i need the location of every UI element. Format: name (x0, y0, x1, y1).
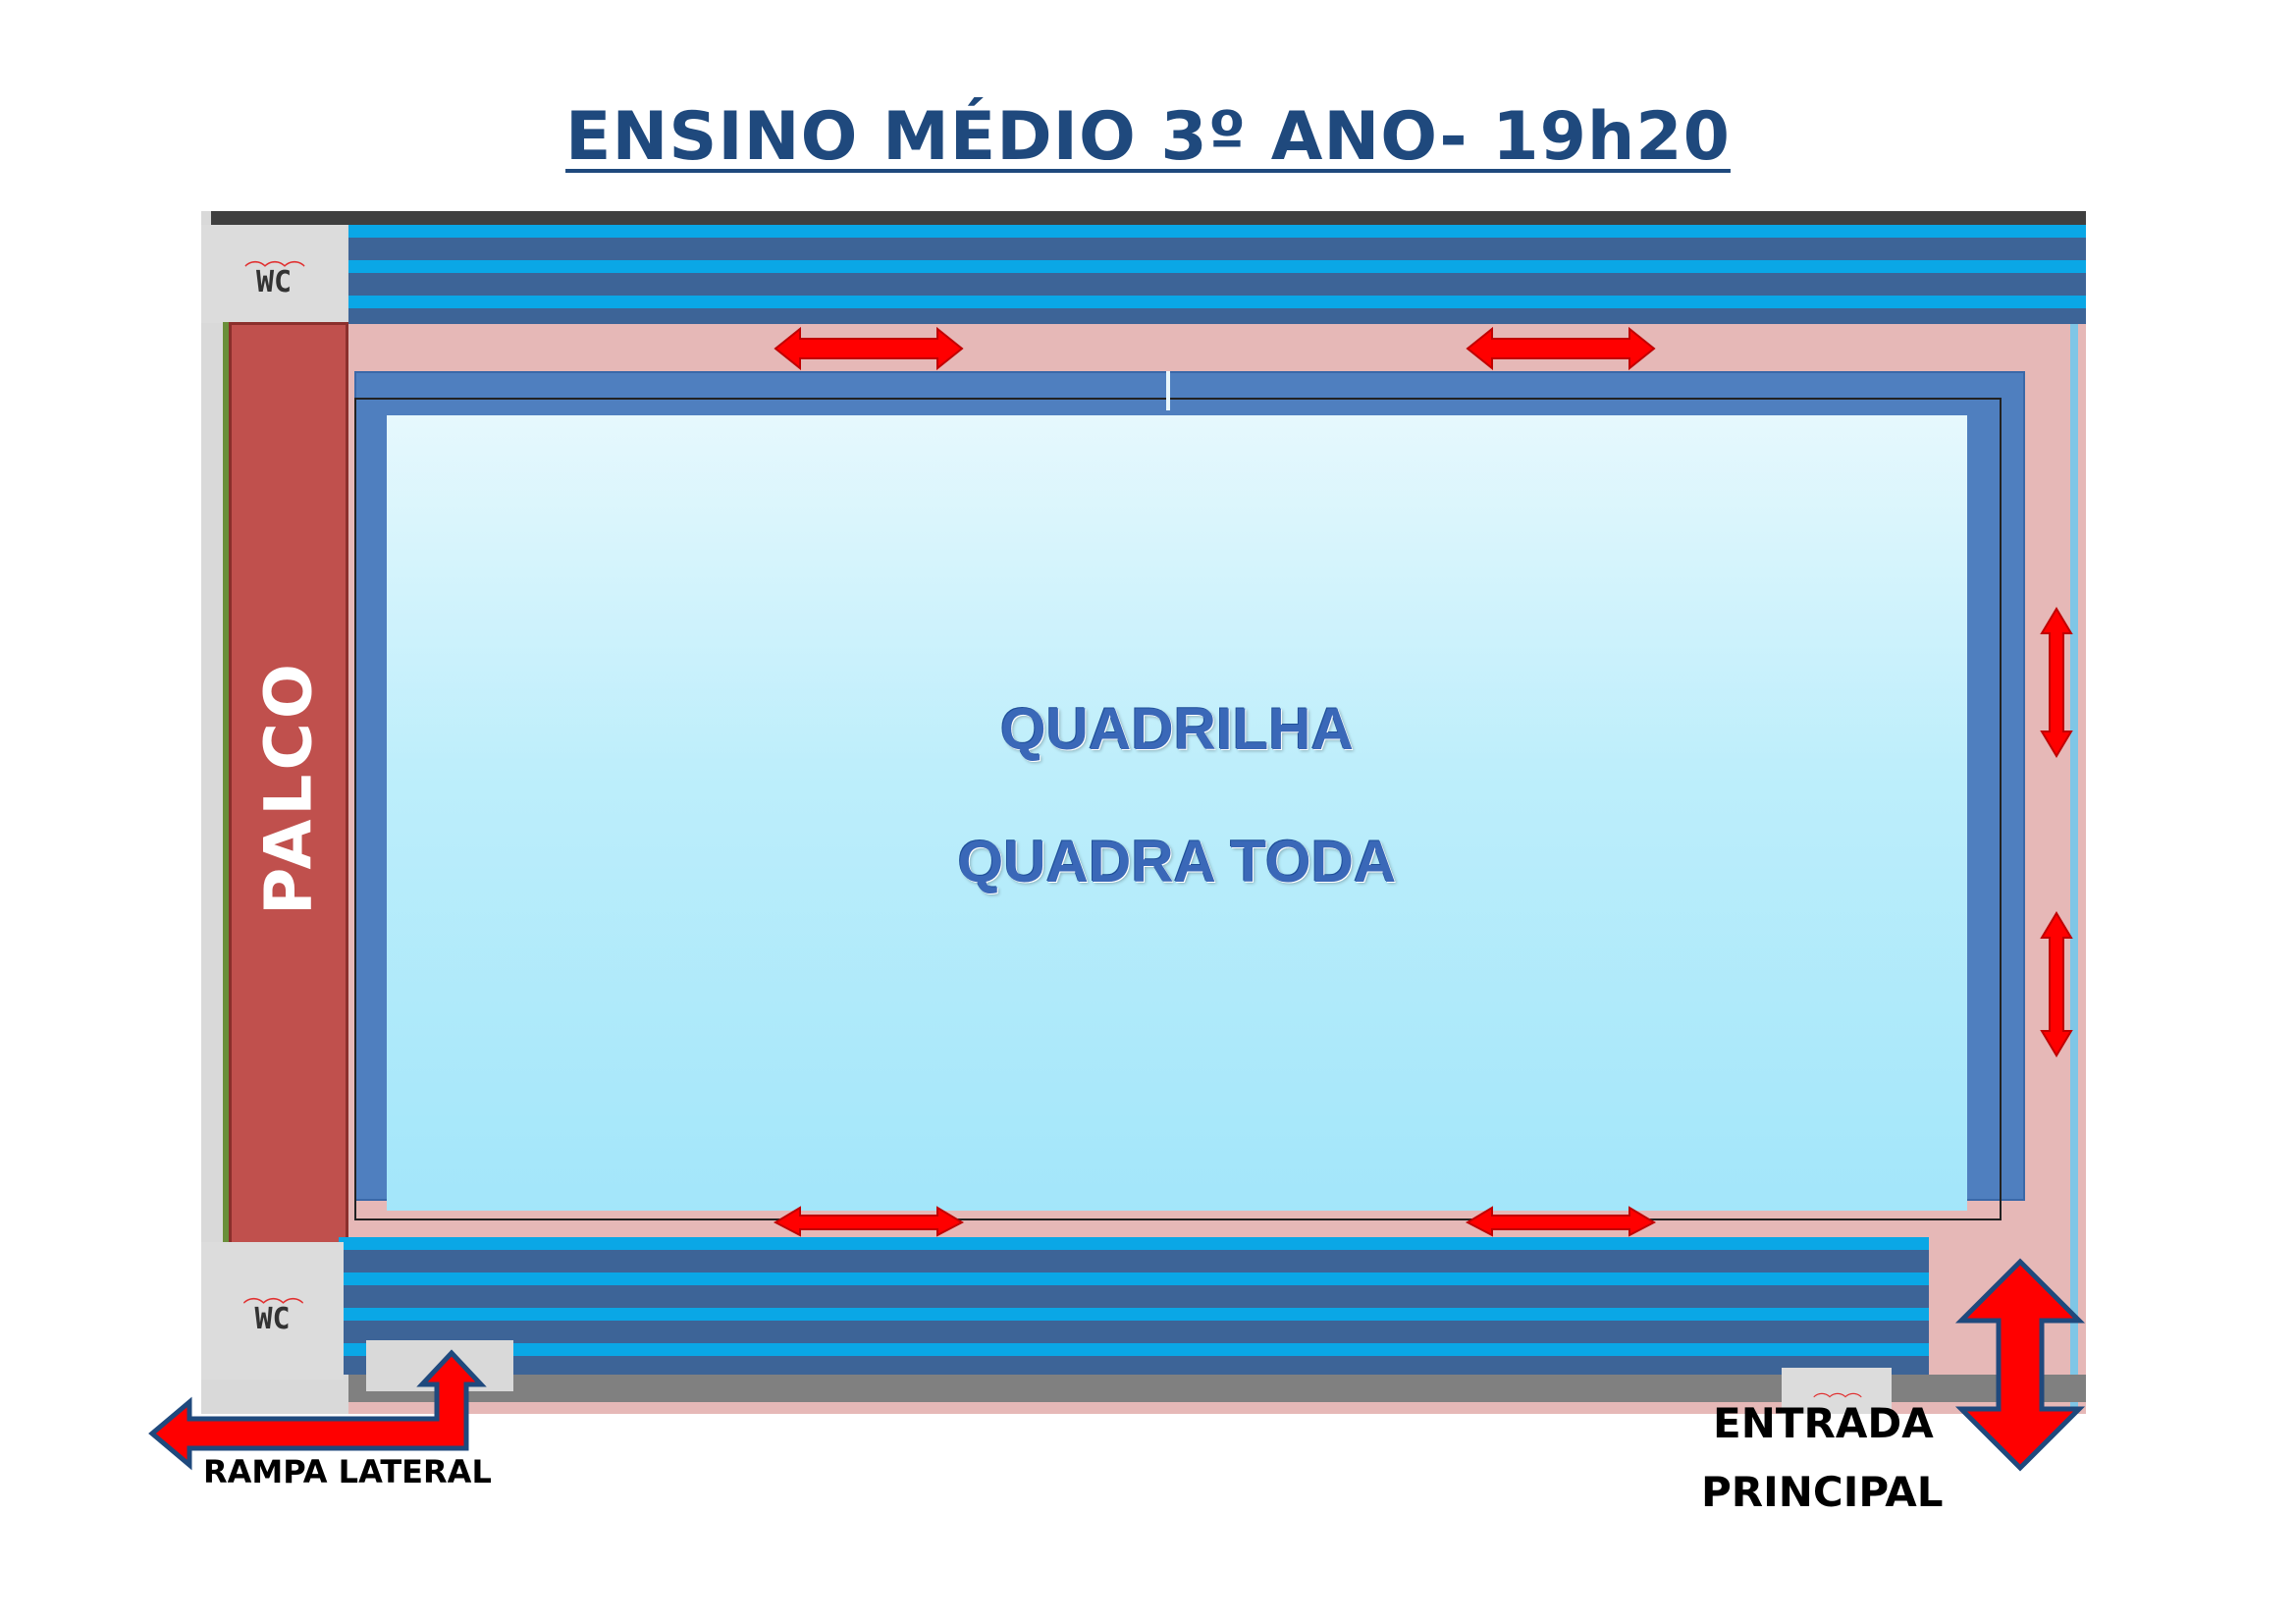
wc-label: WC (255, 265, 293, 299)
court: QUADRILHA QUADRA TODA (387, 415, 1967, 1211)
bottom-bleachers (339, 1237, 1929, 1375)
court-outline (354, 398, 2002, 1220)
wc-icon: ︵︵︵ (242, 1283, 303, 1308)
title-text: ENSINO MÉDIO 3º ANO- 19h20 (565, 98, 1731, 176)
venue-map: ︵︵︵ WC PALCO QUADRILHA QUADRA TODA ︵︵︵ W… (201, 211, 2086, 1414)
stage-edge (223, 322, 229, 1253)
corridor-edge (2070, 324, 2078, 1414)
wc-top-left: ︵︵︵ WC (201, 225, 347, 323)
court-area: QUADRA TODA (957, 829, 1397, 894)
top-bar (211, 211, 2086, 225)
double-arrow-icon (773, 1206, 965, 1237)
bent-arrow-icon (148, 1349, 487, 1471)
top-bleachers (348, 225, 2086, 324)
wc-icon: ︵︵︵ (243, 246, 305, 271)
double-arrow-icon (1466, 326, 1656, 371)
page-title: ENSINO MÉDIO 3º ANO- 19h20 (0, 98, 2296, 176)
court-activity: QUADRILHA (1000, 696, 1354, 762)
ramp-label: RAMPA LATERAL (203, 1453, 492, 1490)
entrance-label-line2: PRINCIPAL (1701, 1468, 1944, 1516)
double-arrow-icon (2040, 607, 2073, 758)
double-arrow-icon (774, 326, 964, 371)
double-arrow-icon (2040, 911, 2073, 1057)
entrance-label-line1: ENTRADA (1713, 1399, 1934, 1447)
wc-bottom-right: ︵︵︵ (1782, 1368, 1892, 1414)
stage: PALCO (229, 322, 348, 1253)
wc-icon: ︵︵︵ (1813, 1380, 1862, 1401)
wc-label: WC (254, 1302, 291, 1336)
double-arrow-icon (1465, 1206, 1657, 1237)
court-divider (1166, 371, 1170, 410)
wc-bottom-left: ︵︵︵ WC (201, 1242, 344, 1380)
entrance-arrow-icon (1954, 1258, 2086, 1472)
